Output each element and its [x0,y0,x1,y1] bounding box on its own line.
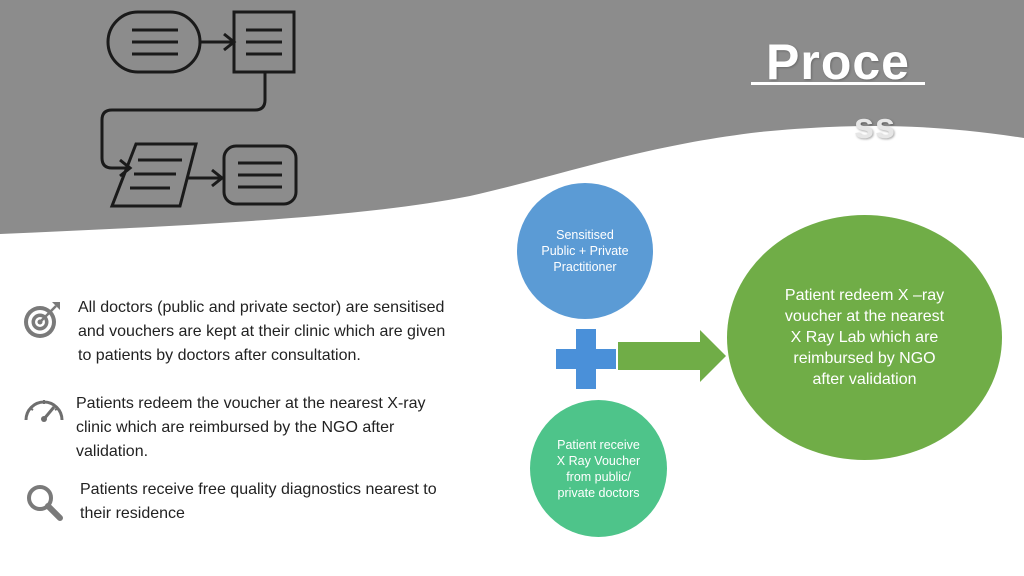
voucher-circle: Patient receive X Ray Voucher from publi… [530,400,667,537]
bullet-item-diagnostics: Patients receive free quality diagnostic… [22,478,437,527]
voucher-circle-label: Patient receive X Ray Voucher from publi… [556,437,641,500]
redeem-result-label: Patient redeem X –ray voucher at the nea… [784,287,945,388]
plus-icon [556,329,616,389]
redeem-result-circle: Patient redeem X –ray voucher at the nea… [727,215,1002,460]
right-arrow-icon [618,330,726,382]
bullet-text: Patients receive free quality diagnostic… [80,481,437,522]
bullet-item-sensitised: All doctors (public and private sector) … [22,296,445,368]
bullet-text: Patients redeem the voucher at the neare… [76,395,426,460]
gauge-icon [22,394,66,429]
title-underline [751,82,925,85]
bullet-item-redeem: Patients redeem the voucher at the neare… [22,392,426,464]
page-title: Proce [766,34,910,90]
practitioner-circle: Sensitised Public + Private Practitioner [517,183,653,319]
target-icon [22,300,66,345]
bullet-text: All doctors (public and private sector) … [78,299,446,364]
flowchart-icon [100,10,298,208]
practitioner-circle-label: Sensitised Public + Private Practitioner [541,228,629,274]
search-icon [22,480,70,527]
page-title-continuation: ss [853,105,897,146]
